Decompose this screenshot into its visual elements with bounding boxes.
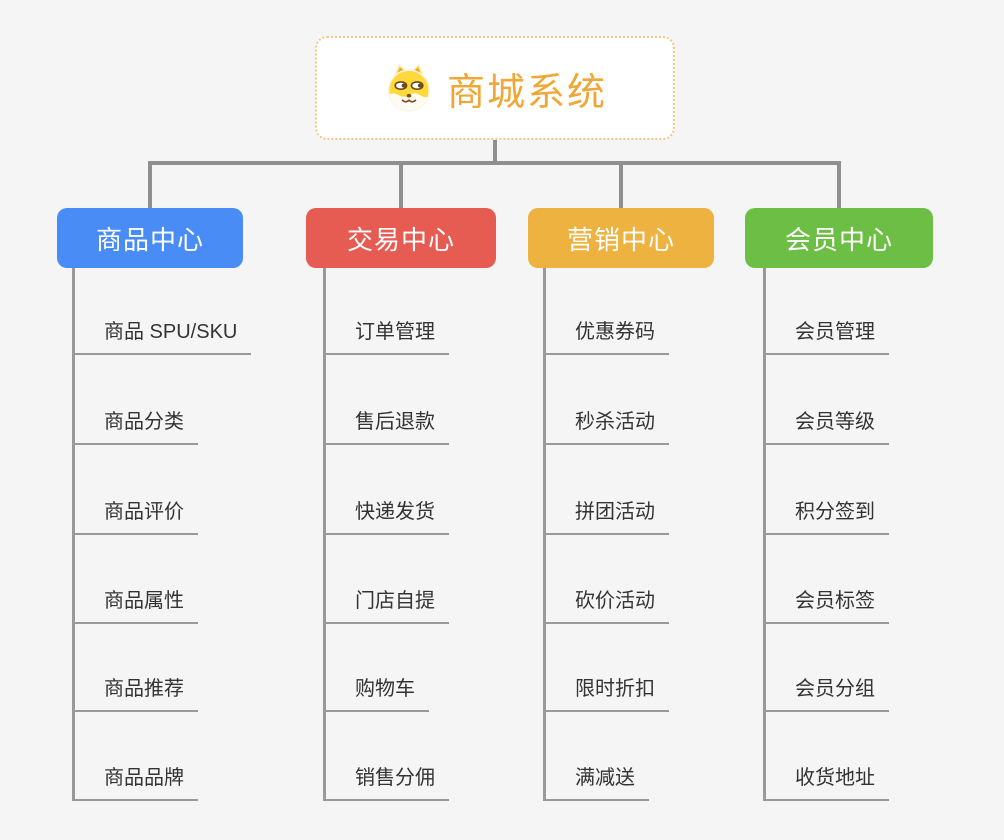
doge-icon bbox=[383, 62, 435, 114]
leaf-node[interactable]: 拼团活动 bbox=[543, 499, 669, 535]
leaf-node[interactable]: 积分签到 bbox=[763, 499, 889, 535]
connector-stub-branch-3 bbox=[619, 163, 623, 208]
leaf-node[interactable]: 会员管理 bbox=[763, 319, 889, 355]
branch-node-trade-center[interactable]: 交易中心 bbox=[306, 208, 496, 268]
leaf-node[interactable]: 快递发货 bbox=[323, 499, 449, 535]
leaf-node[interactable]: 限时折扣 bbox=[543, 676, 669, 712]
leaf-node[interactable]: 销售分佣 bbox=[323, 765, 449, 801]
connector-stub-branch-1 bbox=[148, 163, 152, 208]
leaf-node[interactable]: 会员标签 bbox=[763, 588, 889, 624]
leaf-node[interactable]: 订单管理 bbox=[323, 319, 449, 355]
leaf-node[interactable]: 商品品牌 bbox=[72, 765, 198, 801]
leaf-node[interactable]: 满减送 bbox=[543, 765, 649, 801]
branch-node-product-center[interactable]: 商品中心 bbox=[57, 208, 243, 268]
connector-stub-branch-4 bbox=[837, 163, 841, 208]
branch-label: 会员中心 bbox=[784, 224, 893, 255]
leaf-node[interactable]: 商品分类 bbox=[72, 409, 198, 445]
leaf-node[interactable]: 收货地址 bbox=[763, 765, 889, 801]
branch-node-marketing-center[interactable]: 营销中心 bbox=[528, 208, 714, 268]
connector-bus bbox=[148, 161, 841, 165]
leaf-node[interactable]: 秒杀活动 bbox=[543, 409, 669, 445]
branch-label: 商品中心 bbox=[95, 224, 204, 255]
leaf-node[interactable]: 商品 SPU/SKU bbox=[72, 319, 252, 355]
leaf-node[interactable]: 会员分组 bbox=[763, 676, 889, 712]
leaf-node[interactable]: 优惠券码 bbox=[543, 319, 669, 355]
leaf-node[interactable]: 商品属性 bbox=[72, 588, 198, 624]
leaf-node[interactable]: 会员等级 bbox=[763, 409, 889, 445]
connector-stub-branch-2 bbox=[399, 163, 403, 208]
leaf-node[interactable]: 售后退款 bbox=[323, 409, 449, 445]
branch-label: 营销中心 bbox=[566, 224, 675, 255]
root-title: 商城系统 bbox=[446, 71, 607, 114]
leaf-node[interactable]: 商品评价 bbox=[72, 499, 198, 535]
leaf-node[interactable]: 购物车 bbox=[323, 676, 429, 712]
leaf-node[interactable]: 商品推荐 bbox=[72, 676, 198, 712]
leaf-node[interactable]: 砍价活动 bbox=[543, 588, 669, 624]
branch-node-member-center[interactable]: 会员中心 bbox=[745, 208, 933, 268]
connector-root-trunk bbox=[493, 140, 497, 165]
root-node[interactable]: 商城系统 bbox=[315, 36, 675, 140]
leaf-node[interactable]: 门店自提 bbox=[323, 588, 449, 624]
branch-label: 交易中心 bbox=[346, 224, 455, 255]
